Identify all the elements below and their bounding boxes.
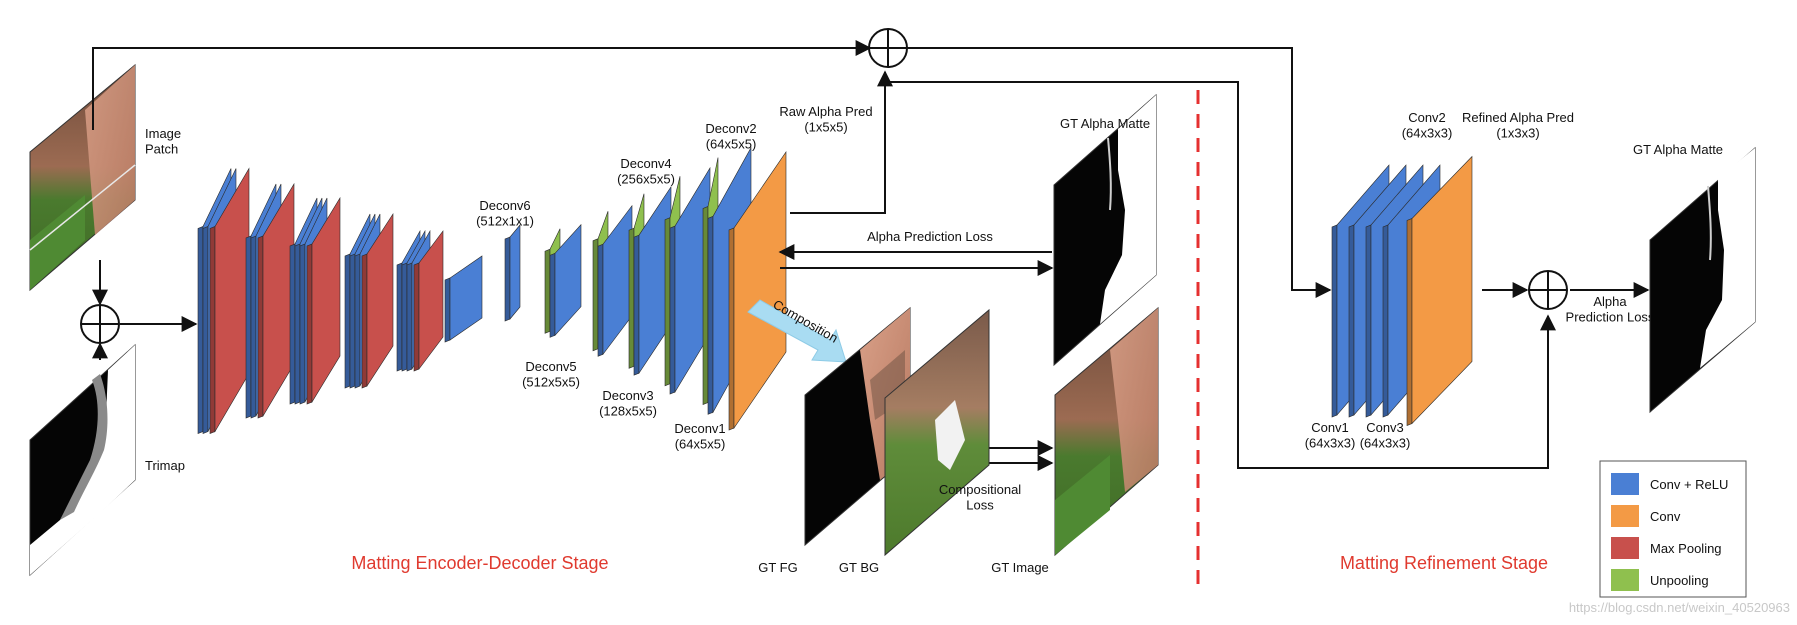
top-sum-node bbox=[868, 28, 908, 68]
image-patch-photo bbox=[29, 63, 136, 292]
legend-swatch-unpooling bbox=[1611, 569, 1639, 591]
deconv2-label: Deconv2(64x5x5) bbox=[705, 121, 756, 152]
deconv6-label: Deconv6(512x1x1) bbox=[476, 198, 534, 229]
enc2-pool-block bbox=[257, 182, 295, 419]
encoder-decoder-blocks bbox=[197, 146, 1473, 434]
enc4-pool-block bbox=[361, 212, 394, 389]
enc1-pool-block bbox=[209, 167, 250, 434]
deconv4-conv-block bbox=[597, 204, 633, 357]
conv3-label: Conv3(64x3x3) bbox=[1360, 420, 1411, 451]
watermark: https://blog.csdn.net/weixin_40520963 bbox=[1569, 600, 1790, 615]
enc5-pool-block bbox=[413, 230, 444, 372]
connectors bbox=[92, 40, 1650, 471]
deconv1-label: Deconv1(64x5x5) bbox=[674, 421, 725, 452]
conv6-block bbox=[444, 255, 483, 343]
legend-label-max-pooling: Max Pooling bbox=[1650, 541, 1722, 556]
legend-swatch-max-pooling bbox=[1611, 537, 1639, 559]
composition-arrow bbox=[747, 299, 847, 363]
gt-bg-label: GT BG bbox=[839, 560, 879, 575]
conv2-label: Conv2(64x3x3) bbox=[1402, 110, 1453, 141]
refined-alpha-pred-label: Refined Alpha Pred(1x3x3) bbox=[1462, 110, 1574, 141]
legend-label-conv: Conv bbox=[1650, 509, 1681, 524]
deconv5-label: Deconv5(512x5x5) bbox=[522, 359, 580, 390]
gt-alpha-matte-right-label: GT Alpha Matte bbox=[1633, 142, 1723, 157]
gt-alpha-matte-label: GT Alpha Matte bbox=[1060, 116, 1150, 131]
legend-swatch-conv bbox=[1611, 505, 1639, 527]
refinement-sum-node bbox=[1528, 270, 1568, 310]
trimap-label: Trimap bbox=[145, 458, 185, 473]
input-sum-node bbox=[80, 304, 120, 344]
legend-swatch-conv-relu bbox=[1611, 473, 1639, 495]
deconv3-conv-block bbox=[633, 185, 672, 376]
raw-alpha-pred-block bbox=[728, 151, 787, 431]
trimap-photo bbox=[29, 343, 136, 577]
gt-bg-photo bbox=[884, 308, 990, 557]
gt-image-label: GT Image bbox=[991, 560, 1049, 575]
deconv5-conv-block bbox=[549, 223, 582, 338]
gt-fg-label: GT FG bbox=[758, 560, 797, 575]
legend-label-unpooling: Unpooling bbox=[1650, 573, 1709, 588]
legend: Conv + ReLU Conv Max Pooling Unpooling bbox=[1599, 460, 1747, 598]
alpha-prediction-loss-label: Alpha Prediction Loss bbox=[867, 229, 993, 244]
deconv6-block bbox=[504, 224, 521, 322]
enc3-pool-block bbox=[306, 196, 341, 405]
deconv2-conv-block bbox=[669, 166, 711, 395]
gt-image-photo bbox=[1054, 306, 1159, 557]
refinement-stage-title: Matting Refinement Stage bbox=[1340, 553, 1548, 573]
legend-label-conv-relu: Conv + ReLU bbox=[1650, 477, 1728, 492]
encoder-decoder-stage-title: Matting Encoder-Decoder Stage bbox=[351, 553, 608, 573]
raw-alpha-pred-label: Raw Alpha Pred(1x5x5) bbox=[779, 104, 872, 135]
deconv3-label: Deconv3(128x5x5) bbox=[599, 388, 657, 419]
gt-alpha-matte-photo bbox=[1053, 93, 1157, 367]
deconv4-label: Deconv4(256x5x5) bbox=[617, 156, 675, 187]
refined-alpha-pred-block bbox=[1406, 155, 1473, 426]
gt-alpha-matte-right-photo bbox=[1649, 146, 1756, 414]
conv1-label: Conv1(64x3x3) bbox=[1305, 420, 1356, 451]
